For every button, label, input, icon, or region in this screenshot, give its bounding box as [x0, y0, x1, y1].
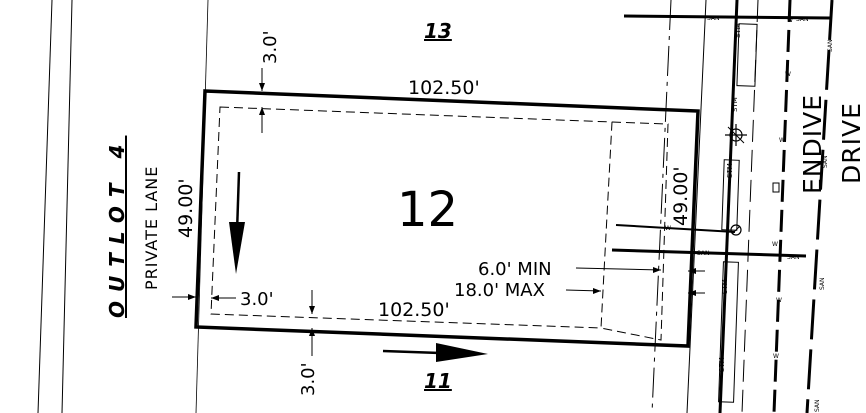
setback-bottom-marker — [309, 290, 315, 356]
right-of-way-line — [651, 0, 672, 413]
label-san-7: SAN — [819, 277, 826, 290]
dimension-top: 102.50' — [408, 77, 480, 99]
label-w-2: W — [785, 71, 791, 78]
hydrant-symbol — [725, 124, 747, 146]
storm-inlets — [718, 23, 758, 403]
setback-top-marker — [259, 68, 265, 133]
setback-top-label: 3.0' — [260, 30, 281, 64]
setback-right-min-label: 6.0' MIN — [478, 259, 552, 280]
drainage-arrow-right — [382, 343, 488, 362]
label-stm-1: STM — [734, 23, 742, 38]
label-w-3: W — [779, 137, 785, 144]
service-lines — [611, 14, 831, 258]
street-lines — [686, 0, 834, 413]
label-w-5: W — [772, 241, 778, 248]
setback-right-max-label: 18.0' MAX — [454, 280, 545, 301]
label-san-2: SAN — [796, 16, 809, 23]
setback-bottom-label: 3.0' — [298, 362, 319, 396]
label-w-1: W — [787, 17, 793, 24]
label-san-8: SAN — [814, 399, 821, 412]
label-san-6: SAN — [822, 155, 829, 168]
adjacent-lot-south: 11 — [424, 369, 452, 393]
label-san-1: SAN — [707, 15, 720, 22]
dimension-bottom: 102.50' — [378, 299, 450, 321]
setback-right-max-leader — [565, 288, 705, 296]
street-name-line2: DRIVE — [837, 102, 866, 184]
drainage-arrow-down — [229, 171, 245, 274]
adjacent-lot-north: 13 — [424, 19, 452, 43]
label-w-7: W — [773, 353, 779, 360]
label-san-5: SAN — [827, 39, 834, 52]
label-w-6: W — [776, 297, 782, 304]
setback-envelope — [210, 106, 613, 329]
lot-boundary — [194, 89, 700, 348]
setback-right-min-leader — [575, 267, 705, 274]
outlot-label: OUTLOT 4 — [105, 136, 129, 318]
utility-labels: SAN SAN SAN SAN SAN SAN SAN SAN STM STM … — [665, 15, 834, 412]
label-stm-3: STM — [726, 163, 734, 178]
dimension-left: 49.00' — [175, 178, 197, 238]
label-san-3: SAN — [697, 250, 710, 257]
label-stm-4: STM — [721, 279, 729, 294]
label-stm-2: STM — [731, 97, 739, 112]
setback-left-label: 3.0' — [240, 289, 274, 310]
meter-box — [772, 182, 780, 193]
label-w-4: W — [665, 225, 671, 232]
setback-left-marker — [172, 294, 236, 301]
lot-number: 12 — [397, 182, 458, 238]
label-san-4: SAN — [787, 254, 800, 261]
street-name-line1: ENDIVE — [798, 94, 827, 194]
valve-symbol — [730, 224, 742, 236]
outlot-sublabel: PRIVATE LANE — [142, 166, 161, 290]
dimension-right: 49.00' — [670, 166, 692, 226]
label-stm-5: STM — [718, 357, 726, 372]
setback-envelope-outer — [600, 121, 669, 341]
